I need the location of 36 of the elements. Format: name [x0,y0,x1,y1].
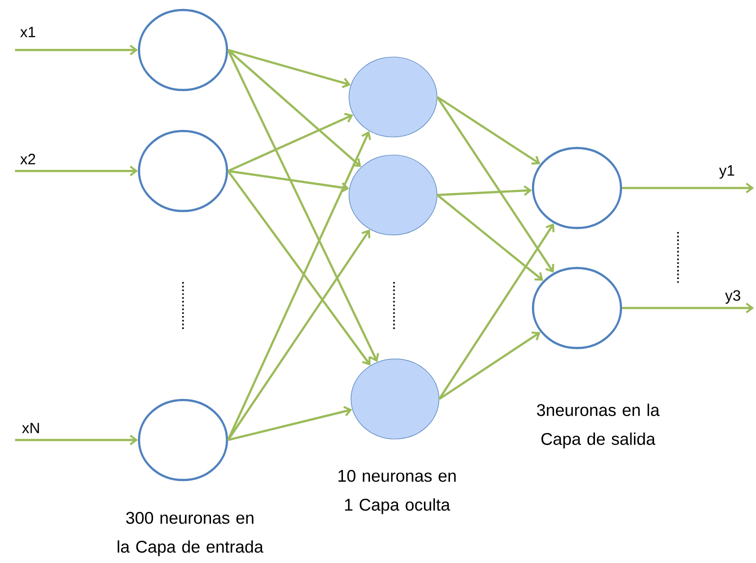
arrow [227,50,380,362]
edge-label: x2 [20,154,36,164]
arrow [15,434,138,446]
arrow [227,170,371,366]
arrow [622,302,754,314]
edge-label: x1 [20,26,36,38]
output-neuron [532,146,622,230]
input-neuron [138,130,228,212]
layer-caption: 10 neuronas en 1 Capa oculta [338,470,456,514]
arrow [228,406,352,442]
arrow [438,223,555,400]
layer-caption: 3neuronas en la Capa de salida [536,404,660,448]
arrow [227,229,370,441]
edge-label: xN [22,422,39,434]
arrow [437,185,532,196]
arrow [228,112,354,172]
arrow [227,130,372,440]
arrow [227,49,362,167]
hidden-neuron [348,154,438,236]
arrow [228,48,351,88]
arrow [436,96,554,273]
arrow [436,194,544,281]
arrow [622,182,754,194]
hidden-neuron [348,56,438,138]
arrow [15,44,138,56]
hidden-neuron [350,358,440,440]
output-neuron [532,266,622,350]
edge-label: y3 [725,290,740,304]
layer-caption: 300 neuronas en la Capa de entrada [118,512,264,556]
arrow [15,166,138,176]
arrow [436,96,540,165]
input-neuron [138,8,228,92]
input-neuron [138,398,228,482]
arrow [228,170,350,193]
edge-label: y1 [719,165,734,179]
arrow [438,332,540,400]
